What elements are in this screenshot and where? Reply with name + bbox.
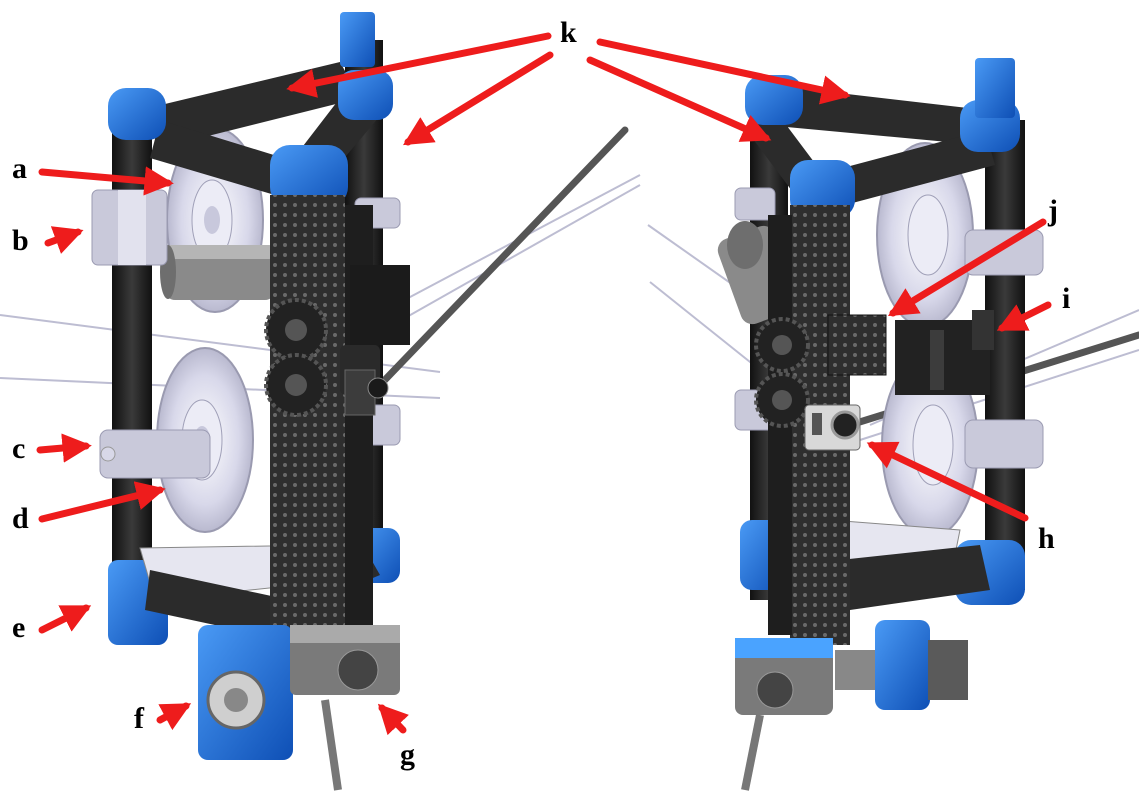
label-k: k bbox=[560, 16, 577, 49]
arrow-d bbox=[38, 481, 166, 523]
gearbox-left bbox=[340, 265, 410, 416]
label-c: c bbox=[12, 432, 25, 465]
label-b: b bbox=[12, 224, 29, 257]
annotation-arrows bbox=[36, 32, 1052, 736]
bottom-frame-right bbox=[829, 519, 990, 610]
label-f: f bbox=[134, 702, 145, 735]
label-a: a bbox=[12, 152, 27, 185]
label-i: i bbox=[1062, 282, 1070, 315]
label-e: e bbox=[12, 611, 25, 644]
label-g: g bbox=[400, 738, 415, 771]
tube-right-outer bbox=[985, 120, 1025, 590]
arrow-b bbox=[44, 226, 84, 254]
motor-left bbox=[160, 245, 275, 300]
gears-right bbox=[754, 317, 810, 428]
arrow-i bbox=[996, 301, 1052, 332]
annotation-labels: a b c d e f g h i j k bbox=[12, 16, 1070, 771]
gears-left bbox=[264, 298, 328, 417]
bracket-right bbox=[895, 310, 994, 395]
right-view bbox=[647, 58, 1139, 791]
label-h: h bbox=[1038, 522, 1055, 555]
clamps-right bbox=[734, 187, 1044, 469]
mounting-plate-right bbox=[827, 314, 887, 376]
arrow-k-1 bbox=[286, 32, 552, 98]
left-view bbox=[0, 12, 641, 791]
perforated-plate-left bbox=[270, 195, 373, 635]
arrow-c bbox=[36, 433, 92, 463]
arrow-j bbox=[887, 218, 1047, 317]
arrow-h bbox=[866, 441, 1029, 522]
bottom-housing-right bbox=[735, 620, 968, 791]
arrow-k-2 bbox=[402, 51, 554, 146]
arrow-g bbox=[377, 703, 409, 736]
arrow-k-3 bbox=[596, 38, 851, 105]
guide-rod-left bbox=[376, 126, 629, 389]
arrow-f bbox=[156, 702, 192, 731]
arrow-k-4 bbox=[586, 56, 772, 142]
label-j: j bbox=[1047, 194, 1058, 227]
label-d: d bbox=[12, 502, 29, 535]
bottom-housing-left bbox=[198, 625, 400, 791]
arrow-e bbox=[38, 604, 92, 634]
clutch-right bbox=[804, 404, 861, 451]
arrow-a bbox=[38, 166, 174, 196]
